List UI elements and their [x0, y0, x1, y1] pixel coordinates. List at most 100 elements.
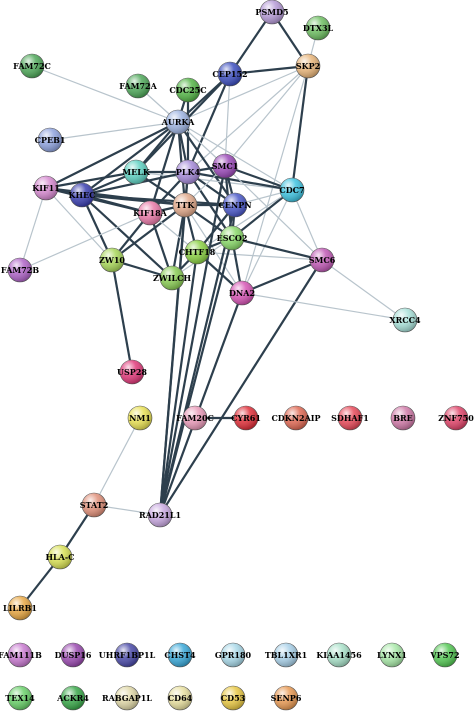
edge-cep152-plk4 — [186, 73, 232, 173]
node-chst4[interactable]: CHST4 — [164, 642, 196, 668]
node-znf750[interactable]: ZNF750 — [438, 405, 474, 431]
node-gloss — [8, 643, 32, 667]
node-gloss — [115, 643, 139, 667]
node-ackr4[interactable]: ACKR4 — [56, 685, 89, 711]
node-gloss — [82, 493, 106, 517]
node-cd53[interactable]: CD53 — [220, 685, 246, 711]
node-gloss — [296, 54, 320, 78]
edge-aurka-kif11 — [45, 121, 179, 189]
edge-chtf18-rad21l1 — [158, 251, 199, 516]
node-gloss — [173, 193, 197, 217]
node-gloss — [61, 686, 85, 710]
node-dusp16[interactable]: DUSP16 — [55, 642, 92, 668]
edge-skp2-plk4 — [187, 65, 309, 173]
edge-skp2-cep152 — [229, 64, 309, 76]
edge-esco2-smc6 — [231, 236, 323, 262]
node-kiaa1456[interactable]: KIAA1456 — [316, 642, 362, 668]
node-gloss — [124, 160, 148, 184]
node-hla-c[interactable]: HLA-C — [45, 544, 75, 570]
edge-smc1-rad21l1 — [158, 165, 227, 516]
node-gloss — [48, 545, 72, 569]
edge-aurka-kif18a — [148, 121, 180, 214]
node-plk4[interactable]: PLK4 — [175, 159, 201, 185]
node-gloss — [223, 193, 247, 217]
node-cep152[interactable]: CEP152 — [212, 61, 248, 87]
node-usp28[interactable]: USP28 — [117, 359, 147, 385]
node-fam72a[interactable]: FAM72A — [119, 73, 158, 99]
node-cdc7[interactable]: CDC7 — [279, 177, 305, 203]
node-gloss — [310, 248, 334, 272]
edge-zw10-usp28 — [110, 259, 134, 373]
node-gloss — [274, 686, 298, 710]
edge-skp2-cdc7 — [290, 65, 310, 191]
node-kif11[interactable]: KIF11 — [32, 175, 60, 201]
node-lilrb1[interactable]: LILRB1 — [3, 595, 37, 621]
edge-aurka-cdc7 — [177, 121, 293, 191]
node-uhrf1bp1l[interactable]: UHRF1BP1L — [99, 642, 156, 668]
node-gloss — [115, 686, 139, 710]
edge-kif11-fam72b — [19, 187, 47, 271]
node-gloss — [160, 266, 184, 290]
edge-ndc80-zwilch — [81, 194, 173, 279]
node-gloss — [183, 406, 207, 430]
node-tbl1xr1[interactable]: TBL1XR1 — [265, 642, 307, 668]
node-gloss — [8, 596, 32, 620]
node-gloss — [120, 360, 144, 384]
node-senp6[interactable]: SENP6 — [271, 685, 302, 711]
node-gloss — [280, 178, 304, 202]
edge-nm1-stat2 — [93, 417, 141, 506]
node-cdkn2aip[interactable]: CDKN2AIP — [271, 405, 321, 431]
node-rad21l1[interactable]: RAD21L1 — [139, 502, 181, 528]
node-ttk[interactable]: TTK — [172, 192, 198, 218]
node-gpr180[interactable]: GPR180 — [215, 642, 252, 668]
edge-skp2-aurka — [177, 65, 309, 123]
node-sdhaf1[interactable]: SDHAF1 — [331, 405, 369, 431]
node-zw10[interactable]: ZW10 — [99, 247, 125, 273]
edge-skp2-smc1 — [224, 65, 309, 167]
edge-cenpn-rad21l1 — [158, 204, 237, 516]
node-psmd5[interactable]: PSMD5 — [255, 0, 289, 25]
node-bre[interactable]: BRE — [390, 405, 416, 431]
node-gloss — [230, 281, 254, 305]
node-nm1[interactable]: NM1 — [127, 405, 153, 431]
node-cdc25c[interactable]: CDC25C — [169, 77, 207, 103]
node-rabgap1l[interactable]: RABGAP1L — [102, 685, 152, 711]
edge-cdc7-chtf18 — [196, 189, 293, 253]
edge-smc6-xrcc4 — [321, 259, 406, 321]
node-cd64[interactable]: CD64 — [167, 685, 193, 711]
node-gloss — [61, 643, 85, 667]
edge-fam72c-aurka — [31, 65, 179, 123]
node-fam111b[interactable]: FAM111B — [0, 642, 42, 668]
node-gloss — [433, 643, 457, 667]
node-gloss — [34, 176, 58, 200]
edge-aurka-cenpn — [177, 121, 236, 206]
node-fam72c[interactable]: FAM72C — [13, 53, 51, 79]
node-gloss — [260, 0, 284, 24]
node-gloss — [306, 16, 330, 40]
node-skp2[interactable]: SKP2 — [295, 53, 321, 79]
node-gloss — [338, 406, 362, 430]
edge-cdc7-smc6 — [291, 189, 323, 261]
node-gloss — [218, 62, 242, 86]
node-fam72b[interactable]: FAM72B — [1, 257, 39, 283]
edge-smc6-dna2 — [241, 258, 323, 295]
node-gloss — [221, 686, 245, 710]
node-stat2[interactable]: STAT2 — [80, 492, 109, 518]
edge-dna2-rad21l1 — [158, 292, 244, 516]
node-gloss — [444, 406, 468, 430]
node-lynx1[interactable]: LYNX1 — [377, 642, 407, 668]
node-dtx3l[interactable]: DTX3L — [303, 15, 334, 41]
node-gloss — [168, 643, 192, 667]
node-cyr61[interactable]: CYR61 — [231, 405, 261, 431]
node-gloss — [8, 258, 32, 282]
node-tex14[interactable]: TEX14 — [5, 685, 35, 711]
node-gloss — [380, 643, 404, 667]
node-gloss — [221, 643, 245, 667]
node-vps72[interactable]: VPS72 — [429, 642, 460, 668]
node-zwilch[interactable]: ZWILCH — [153, 265, 192, 291]
node-cpeb1[interactable]: CPEB1 — [35, 127, 66, 153]
node-gloss — [176, 160, 200, 184]
node-gloss — [327, 643, 351, 667]
edge-cpeb1-aurka — [49, 121, 179, 141]
